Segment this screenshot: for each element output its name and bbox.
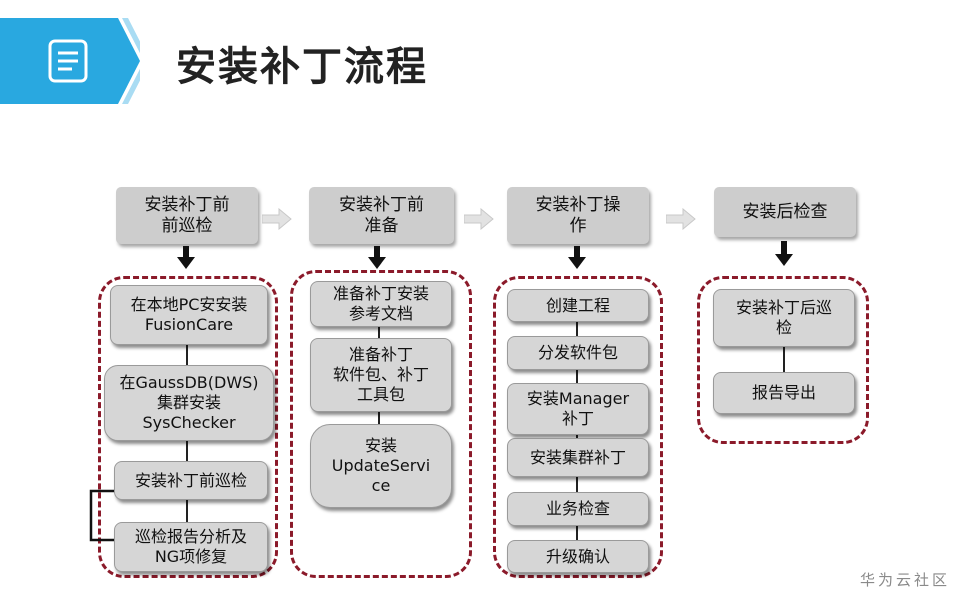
- watermark: 华为云社区: [859, 571, 950, 589]
- step-line: 安装集群补丁: [529, 447, 626, 467]
- step-export-report: 报告导出: [713, 372, 855, 414]
- step-line: 创建工程: [545, 295, 610, 315]
- step-post-patch-inspection: 安装补丁后巡 检: [713, 289, 855, 347]
- phase-header-pre-inspection: 安装补丁前 前巡检: [116, 187, 258, 244]
- loop-back-connector: [89, 489, 118, 542]
- step-line: NG项修复: [154, 547, 228, 566]
- step-upgrade-confirm: 升级确认: [507, 540, 649, 573]
- step-line: 报告导出: [751, 383, 816, 402]
- step-line: 安装补丁后巡: [735, 298, 832, 317]
- step-create-project: 创建工程: [507, 289, 649, 322]
- arrow-right-icon: [262, 208, 292, 230]
- phase-group-3: [493, 276, 663, 578]
- step-install-manager-patch: 安装Manager 补丁: [507, 383, 649, 435]
- slide-title: 安装补丁流程: [176, 44, 428, 90]
- step-line: 工具包: [356, 385, 405, 404]
- arrow-down-icon: [183, 246, 189, 258]
- step-line: 软件包、补丁: [332, 365, 429, 384]
- connector: [378, 410, 380, 424]
- connector: [576, 368, 578, 383]
- phase-header-line: 安装补丁前: [339, 194, 424, 215]
- phase-header-post-check: 安装后检查: [714, 187, 856, 237]
- step-prepare-patch-packages: 准备补丁 软件包、补丁 工具包: [310, 338, 452, 412]
- step-line: SysChecker: [142, 413, 236, 432]
- phase-header-line: 安装后检查: [742, 201, 828, 222]
- phase-group-1: [98, 276, 278, 578]
- step-line: 升级确认: [545, 546, 610, 566]
- phase-header-patch-operation: 安装补丁操 作: [507, 187, 649, 244]
- header-badge: [0, 18, 140, 104]
- arrow-down-icon: [374, 246, 380, 258]
- step-line: 参考文档: [348, 304, 413, 323]
- step-line: 安装补丁前巡检: [134, 470, 247, 490]
- step-line: UpdateServi: [331, 456, 431, 475]
- step-report-analysis-ng-fix: 巡检报告分析及 NG项修复: [114, 522, 268, 572]
- step-service-check: 业务检查: [507, 492, 649, 526]
- phase-group-4: [697, 276, 869, 444]
- step-line: 安装Manager: [526, 389, 630, 408]
- phase-group-2: [290, 270, 472, 578]
- step-line: 集群安装: [156, 393, 221, 412]
- step-line: ce: [371, 476, 391, 495]
- step-line: 安装: [364, 436, 397, 455]
- arrow-down-icon: [568, 257, 586, 269]
- step-prepare-reference-docs: 准备补丁安装 参考文档: [310, 281, 452, 327]
- arrow-down-icon: [781, 241, 787, 255]
- phase-header-line: 安装补丁操: [535, 194, 621, 215]
- step-line: 在本地PC安安装: [130, 295, 248, 314]
- step-line: 准备补丁: [348, 345, 413, 364]
- step-line: 补丁: [561, 409, 594, 428]
- step-line: FusionCare: [144, 315, 234, 334]
- step-install-fusioncare: 在本地PC安安装 FusionCare: [110, 285, 268, 345]
- phase-header-preparation: 安装补丁前 准备: [309, 187, 454, 244]
- connector: [576, 524, 578, 540]
- connector: [186, 441, 188, 461]
- step-line: 检: [775, 318, 792, 337]
- document-icon: [48, 39, 88, 83]
- connector: [378, 326, 380, 338]
- connector: [576, 320, 578, 336]
- arrow-right-icon: [464, 208, 494, 230]
- step-line: 在GaussDB(DWS): [119, 373, 259, 392]
- step-line: 业务检查: [545, 499, 610, 518]
- step-install-cluster-patch: 安装集群补丁: [507, 438, 649, 477]
- step-pre-patch-inspection: 安装补丁前巡检: [114, 461, 268, 500]
- arrow-down-icon: [574, 246, 580, 258]
- phase-header-line: 安装补丁前: [144, 194, 230, 215]
- step-install-syschecker: 在GaussDB(DWS) 集群安装 SysChecker: [104, 365, 274, 441]
- step-line: 分发软件包: [537, 343, 618, 362]
- phase-header-line: 准备: [364, 215, 399, 236]
- step-distribute-packages: 分发软件包: [507, 336, 649, 370]
- arrow-right-icon: [666, 208, 696, 230]
- phase-header-line: 作: [569, 215, 587, 236]
- connector: [576, 475, 578, 492]
- phase-header-line: 前巡检: [161, 215, 213, 236]
- connector: [576, 433, 578, 438]
- connector: [186, 500, 188, 522]
- arrow-down-icon: [368, 257, 386, 269]
- connector: [186, 345, 188, 365]
- step-line: 巡检报告分析及: [134, 527, 247, 546]
- connector: [783, 345, 785, 372]
- step-install-updateservice: 安装 UpdateServi ce: [310, 424, 452, 508]
- arrow-down-icon: [775, 254, 793, 266]
- step-line: 准备补丁安装: [332, 284, 429, 303]
- arrow-down-icon: [177, 257, 195, 269]
